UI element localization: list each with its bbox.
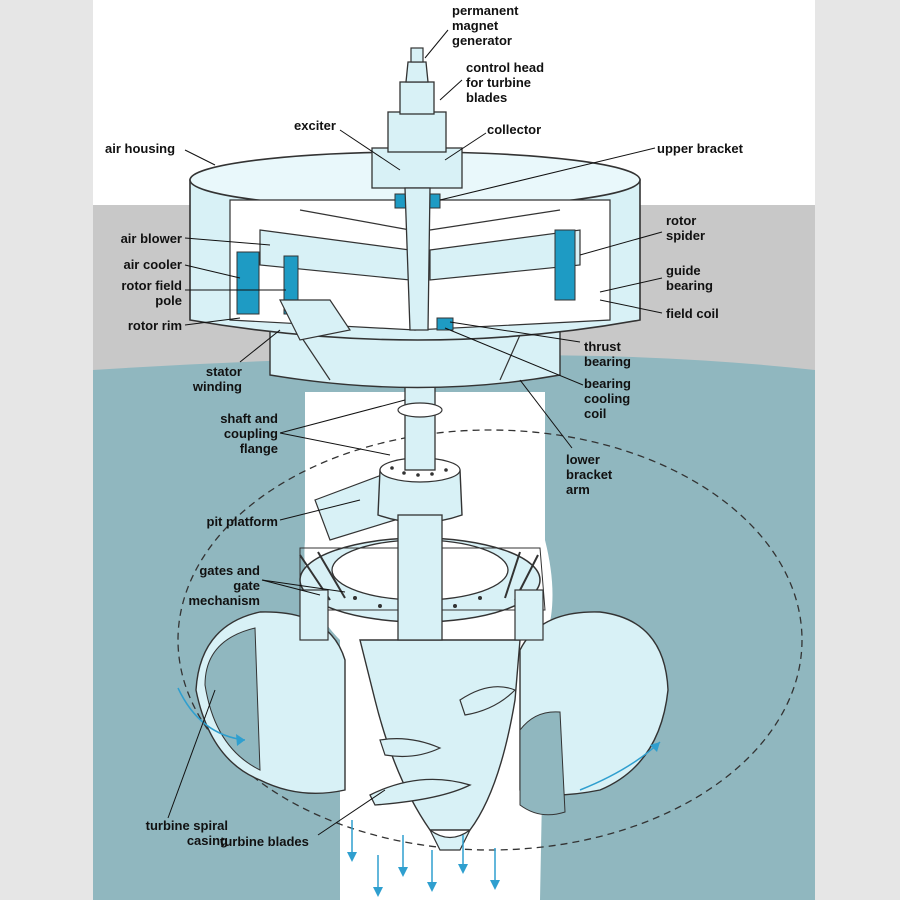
label-turbine-blades: turbine blades [220,834,309,849]
thrust-bearing-pad [436,317,454,331]
collector-housing [371,147,463,189]
turbine-shaft [397,514,443,641]
pmg-cap [410,47,424,63]
label-gates-and-gate-mechanism: gates and gate mechanism [188,563,260,608]
leader-control-head [439,79,463,101]
label-rotor-spider: rotor spider [666,213,706,243]
leader-lower-bracket-arm [519,379,573,449]
casing-left-wall [204,627,261,771]
label-air-housing: air housing [105,141,176,156]
leader-air-blower [184,237,271,246]
leader-upper-bracket [439,147,656,201]
casing-right-wall [519,711,566,816]
leader-guide-bearing [599,277,663,293]
permanent-magnet-generator-unit [405,61,429,83]
label-rotor-rim: rotor rim [127,318,182,333]
air-cooler-block [236,251,260,315]
rotor-field-pole-right [554,229,576,301]
turbine-blade-right [459,686,517,716]
label-air-blower: air blower [120,231,182,246]
gate-links [299,551,539,601]
label-rotor-field-pole: rotor field pole [121,278,182,308]
control-head [399,81,435,115]
leader-gates-1 [261,579,321,596]
rotor-hub [404,187,431,331]
leader-pit-platform [279,499,361,521]
leader-collector [444,132,487,161]
rotor-spider-arm-right [429,229,581,281]
stator-winding-plate [279,299,351,341]
leader-lines [167,29,663,836]
gate-servo-left [299,589,329,641]
leader-rotor-spider [579,231,663,256]
leader-turbine-blades [317,789,386,836]
leader-field-coil [599,299,663,314]
label-upper-bracket: upper bracket [657,141,743,156]
leader-thrust-bearing [449,321,581,343]
gate-servo-right [514,589,544,641]
label-air-cooler: air cooler [123,257,182,272]
label-control-head: control head for turbine blades [466,60,545,105]
upper-bracket-arms [299,209,561,231]
inflow-arrow-left [177,687,246,741]
leader-gates-2 [261,579,346,593]
label-bearing-cooling-coil: bearing cooling coil [584,376,631,421]
label-field-coil: field coil [666,306,719,321]
leader-rotor-rim [184,317,241,326]
leader-shaft [279,399,406,434]
label-lower-bracket-arm: lower bracket arm [566,452,613,497]
shaft-coupling [397,402,443,418]
label-collector: collector [487,122,542,137]
spiral-casing-outline [177,429,803,851]
label-thrust-bearing: thrust bearing [584,339,631,369]
gate-ring-bolts [353,596,482,612]
lower-bracket [269,329,561,389]
leader-pmg [424,29,449,59]
exciter-housing [387,111,447,153]
leader-bearing-cooling-coil [444,327,584,386]
label-permanent-magnet-generator: permanent magnet generator [452,3,519,48]
label-turbine-spiral-casing: turbine spiral casing [145,818,228,848]
lower-bracket-arms [299,334,521,381]
leader-exciter [339,129,401,171]
runner-cone [429,829,471,851]
turbine-blade-left [379,738,442,758]
label-shaft-and-coupling-flange: shaft and coupling flange [220,411,278,456]
leader-air-housing [184,149,216,166]
turbine-blade-front [369,778,472,806]
leader-coupling [279,432,391,456]
leader-stator-winding [239,329,281,363]
label-exciter: exciter [294,118,336,133]
label-guide-bearing: guide bearing [666,263,713,293]
label-pit-platform: pit platform [206,514,279,529]
label-stator-winding: stator winding [192,364,242,394]
flow-arrowheads [236,734,660,897]
leader-air-cooler [184,264,241,279]
leader-spiral-casing [167,689,216,819]
flange-bolts [390,466,448,477]
